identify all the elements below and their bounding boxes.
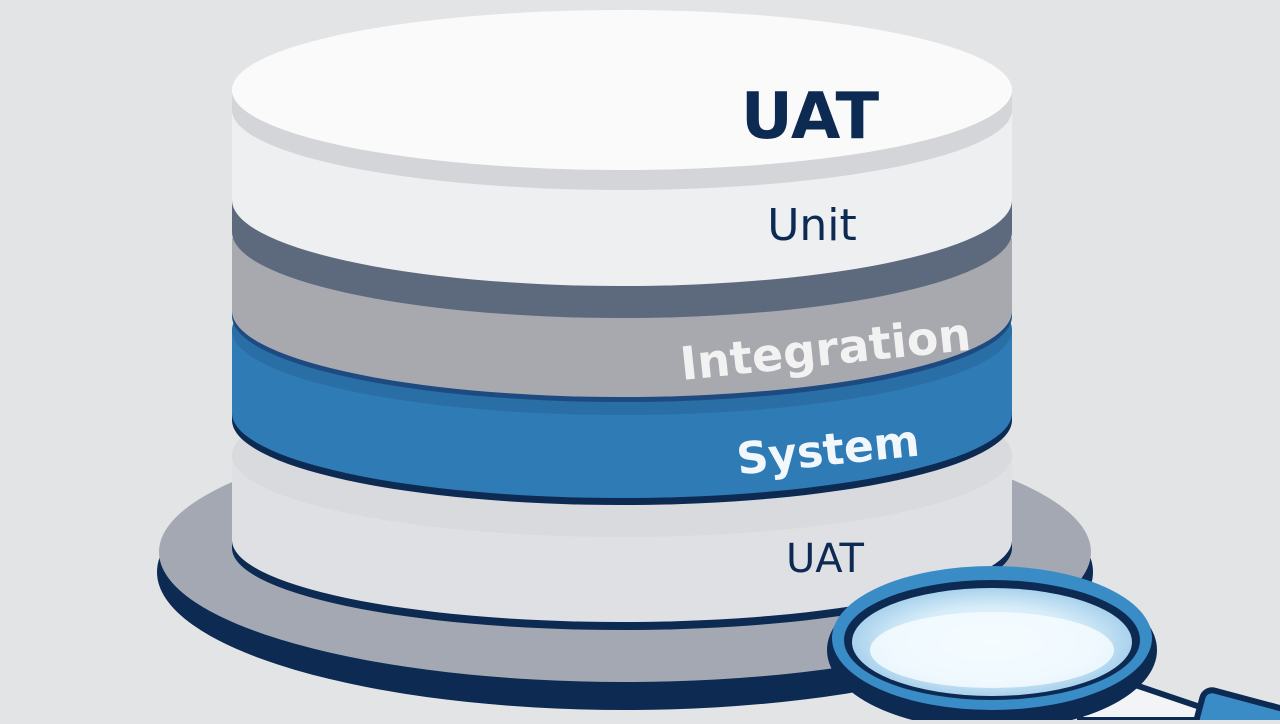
layer-top [232, 10, 1012, 190]
label-uat: UAT [786, 536, 865, 582]
label-top-uat: UAT [741, 80, 880, 154]
magnifying-glass-icon [827, 566, 1280, 724]
label-unit: Unit [767, 200, 857, 251]
layer-uat [232, 373, 1012, 630]
